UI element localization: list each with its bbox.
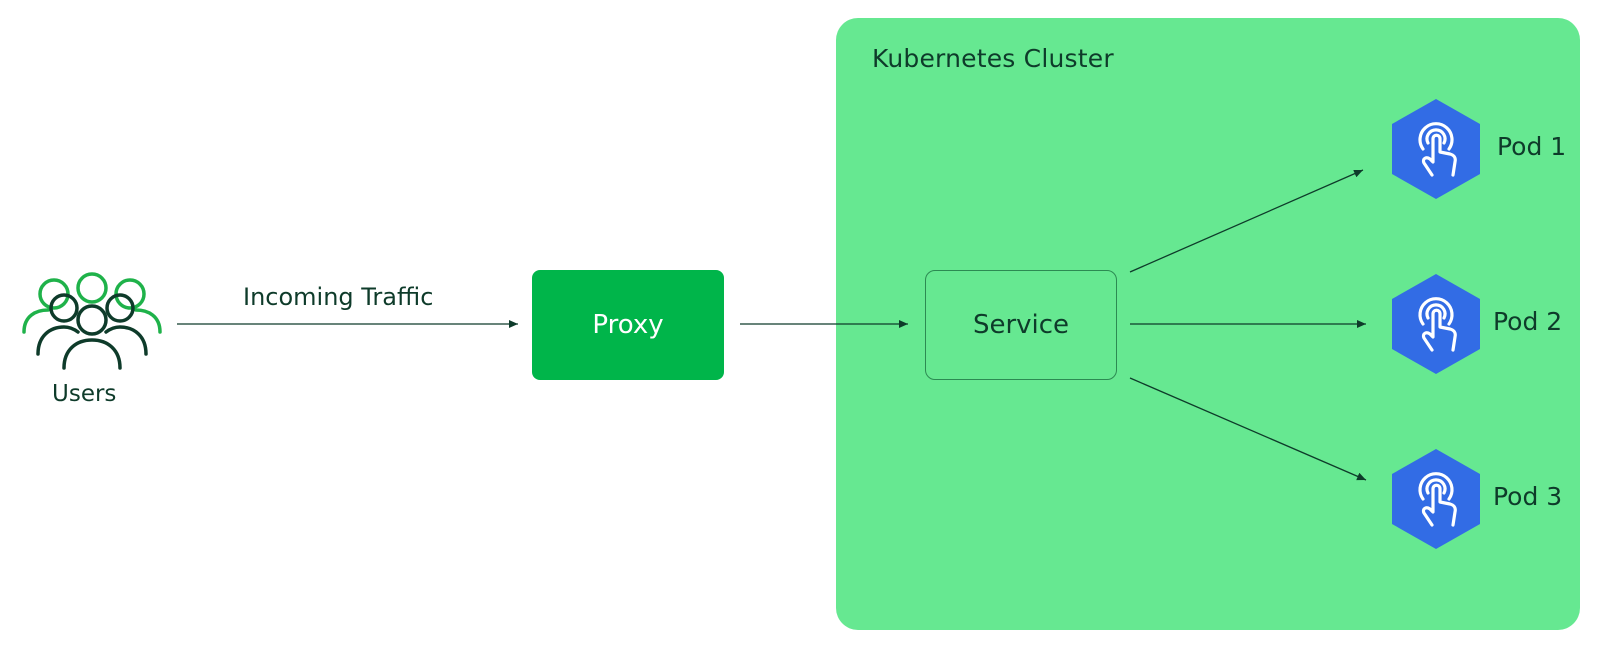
proxy-label: Proxy bbox=[592, 310, 664, 340]
arrow-service-to-pod-3 bbox=[1129, 377, 1367, 481]
proxy-node: Proxy bbox=[532, 270, 724, 380]
cluster-label: Kubernetes Cluster bbox=[872, 44, 1114, 73]
pod-3-label: Pod 3 bbox=[1493, 482, 1563, 511]
pod-2-label: Pod 2 bbox=[1493, 307, 1563, 336]
pod-3-icon bbox=[1392, 449, 1480, 549]
pod-2-icon bbox=[1392, 274, 1480, 374]
pod-1-label: Pod 1 bbox=[1497, 132, 1567, 161]
incoming-traffic-label: Incoming Traffic bbox=[243, 283, 434, 311]
arrow-service-to-pod-1 bbox=[1129, 169, 1364, 273]
users-group-icon bbox=[22, 272, 162, 370]
users-label: Users bbox=[52, 381, 117, 407]
service-label: Service bbox=[972, 310, 1070, 340]
pod-1-icon bbox=[1392, 99, 1480, 199]
service-node: Service bbox=[925, 270, 1117, 380]
